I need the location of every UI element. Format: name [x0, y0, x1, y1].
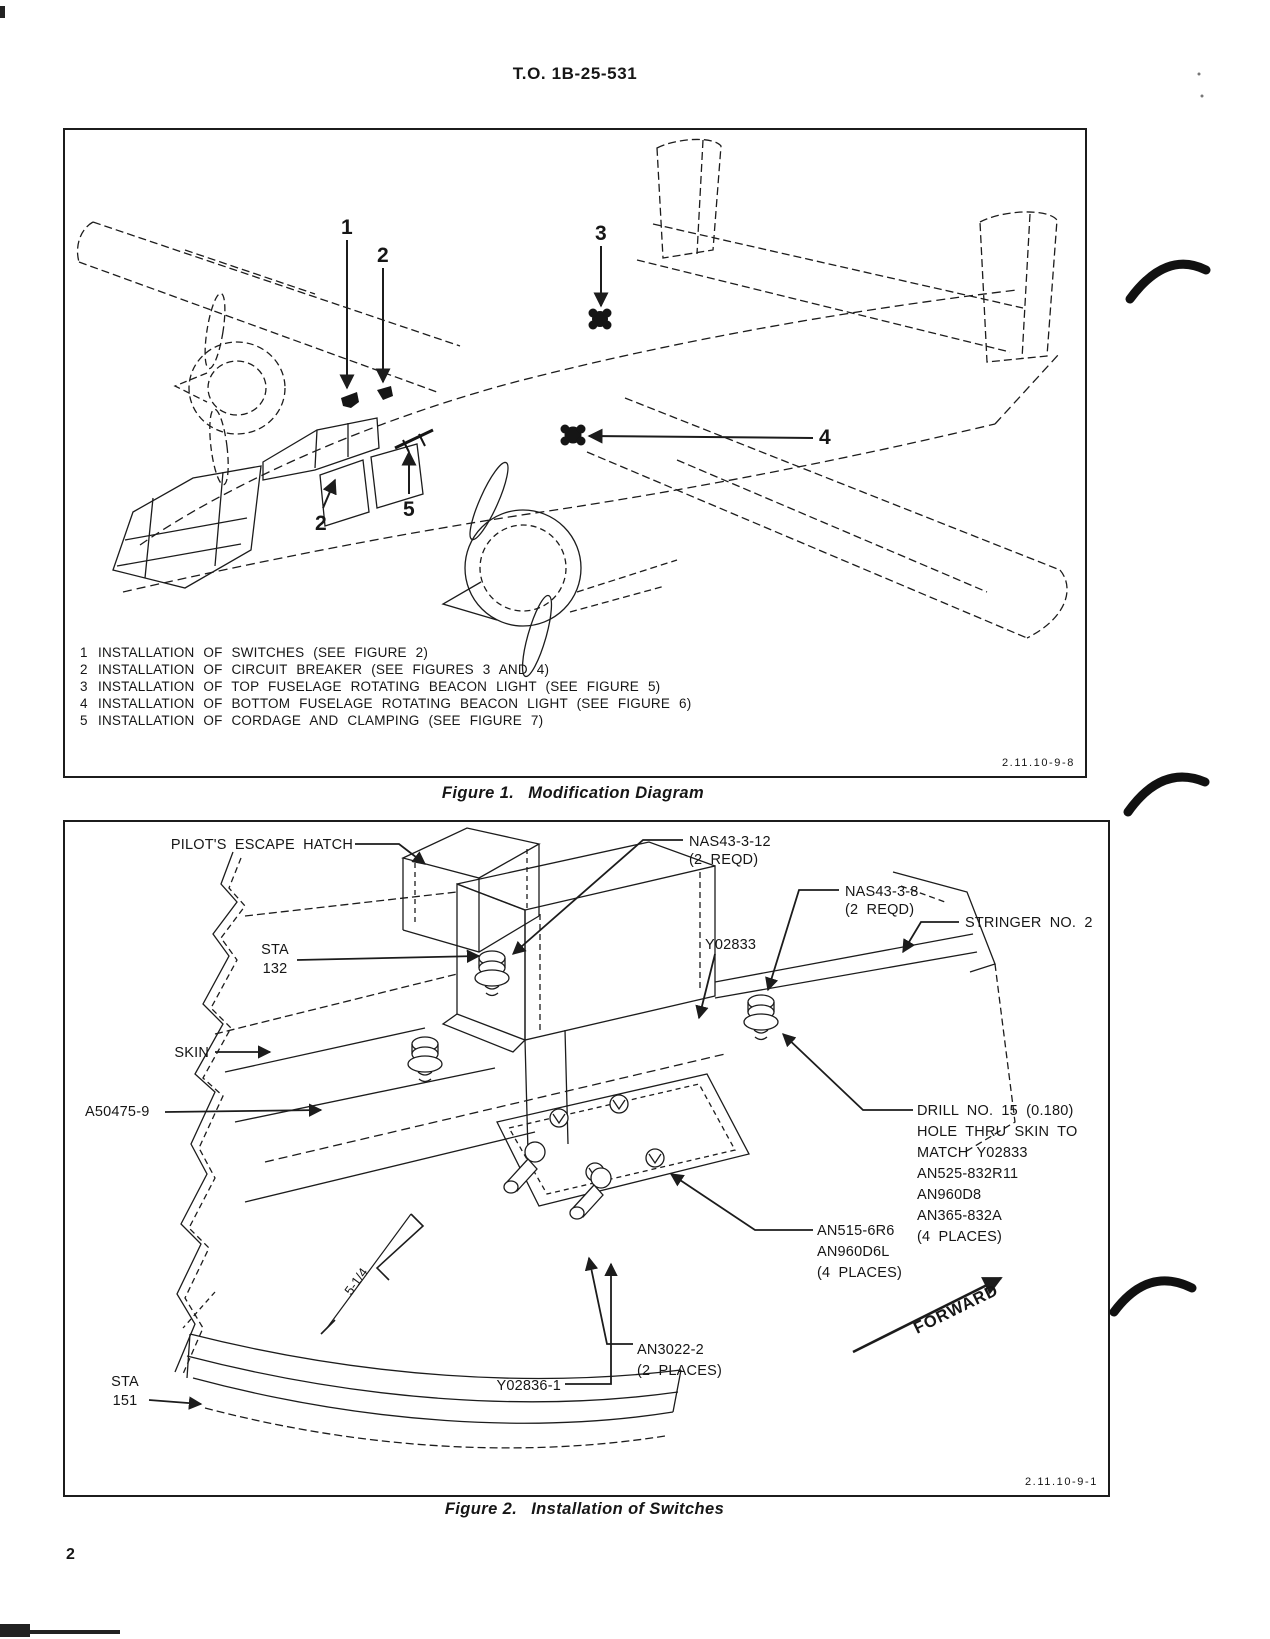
label-an515-line: (4 PLACES) [817, 1265, 902, 1281]
label-pilots-escape-hatch: PILOT'S ESCAPE HATCH [171, 837, 353, 853]
label-drill-note-line: (4 PLACES) [917, 1229, 1002, 1245]
label-nas43-3-12-qty: (2 REQD) [689, 852, 758, 868]
label-drill-note-line: HOLE THRU SKIN TO [917, 1124, 1077, 1140]
label-drill-note-line: AN365-832A [917, 1208, 1002, 1224]
aircraft-outline [76, 138, 1068, 678]
label-nas43-3-8-qty: (2 REQD) [845, 902, 914, 918]
label-stringer-no-2: STRINGER NO. 2 [965, 915, 1093, 931]
label-y02836-1: Y02836-1 [497, 1378, 562, 1394]
label-an515-line: AN960D6L [817, 1244, 890, 1260]
label-a50475-9: A50475-9 [85, 1104, 150, 1120]
figure1-ref-code: 2.11.10-9-8 [1001, 757, 1075, 769]
label-sta132-line1: STA [261, 942, 289, 958]
callout-1: 1 [341, 216, 353, 239]
label-drill-note-line: AN525-832R11 [917, 1166, 1018, 1182]
callout-3: 3 [595, 222, 607, 245]
figure2-drawing: PILOT'S ESCAPE HATCH NAS43-3-12 (2 REQD)… [85, 827, 1093, 1449]
cordage-part-mark [394, 428, 434, 453]
label-y02833: Y02833 [705, 937, 756, 953]
label-forward: FORWARD [911, 1281, 1002, 1337]
figure1-caption: Figure 1. Modification Diagram [63, 784, 1083, 803]
forward-arrow [852, 1276, 1003, 1354]
page-number: 2 [66, 1546, 75, 1563]
label-skin: SKIN [174, 1045, 209, 1061]
label-nas43-3-12: NAS43-3-12 [689, 834, 771, 850]
label-dim-5-1-4: 5-1/4 [341, 1265, 371, 1298]
page-curl-mark [1109, 1276, 1197, 1317]
callout-2-top: 2 [377, 244, 389, 267]
callout-arrows [322, 240, 814, 509]
label-nas43-3-8: NAS43-3-8 [845, 884, 919, 900]
page-title: T.O. 1B-25-531 [512, 64, 638, 83]
toggle-switch [569, 1167, 612, 1220]
label-an515-line: AN515-6R6 [817, 1223, 895, 1239]
label-drill-note-line: DRILL NO. 15 (0.180) [917, 1103, 1074, 1119]
leader-lines [148, 839, 959, 1410]
label-drill-note-line: AN960D8 [917, 1187, 981, 1203]
figure1-caption-number: Figure 1. [441, 784, 515, 802]
toggle-switch [503, 1141, 546, 1194]
callout-4: 4 [819, 426, 831, 449]
label-sta151-line1: STA [111, 1374, 139, 1390]
page-curl-mark [1123, 772, 1210, 817]
figure2-caption-title: Installation of Switches [531, 1500, 725, 1518]
figure1-caption-title: Modification Diagram [528, 784, 705, 802]
bolt-stack [407, 1036, 443, 1083]
figure2-caption-number: Figure 2. [444, 1500, 518, 1518]
figure2-caption: Figure 2. Installation of Switches [63, 1500, 1106, 1519]
label-an3022-line2: (2 PLACES) [637, 1363, 722, 1379]
callout-2-bottom: 2 [315, 512, 327, 535]
top-beacon-mark [588, 308, 612, 330]
structure-outline [174, 827, 1016, 1449]
bolt-stack [743, 994, 779, 1041]
figure2-ref-code: 2.11.10-9-1 [1024, 1476, 1098, 1488]
bottom-beacon-mark [560, 424, 586, 446]
label-sta151-line2: 151 [113, 1393, 138, 1409]
switch-part-mark [341, 386, 393, 408]
label-sta132-line2: 132 [263, 961, 288, 977]
callout-5: 5 [403, 498, 415, 521]
figure1-drawing: 1 2 3 2 5 4 [76, 138, 1068, 678]
figure2-panel: PILOT'S ESCAPE HATCH NAS43-3-12 (2 REQD)… [63, 820, 1110, 1497]
bolt-stack [474, 950, 510, 997]
page-curl-mark [1125, 259, 1211, 304]
label-an3022-line1: AN3022-2 [637, 1342, 704, 1358]
label-drill-note-line: MATCH Y02833 [917, 1145, 1028, 1161]
